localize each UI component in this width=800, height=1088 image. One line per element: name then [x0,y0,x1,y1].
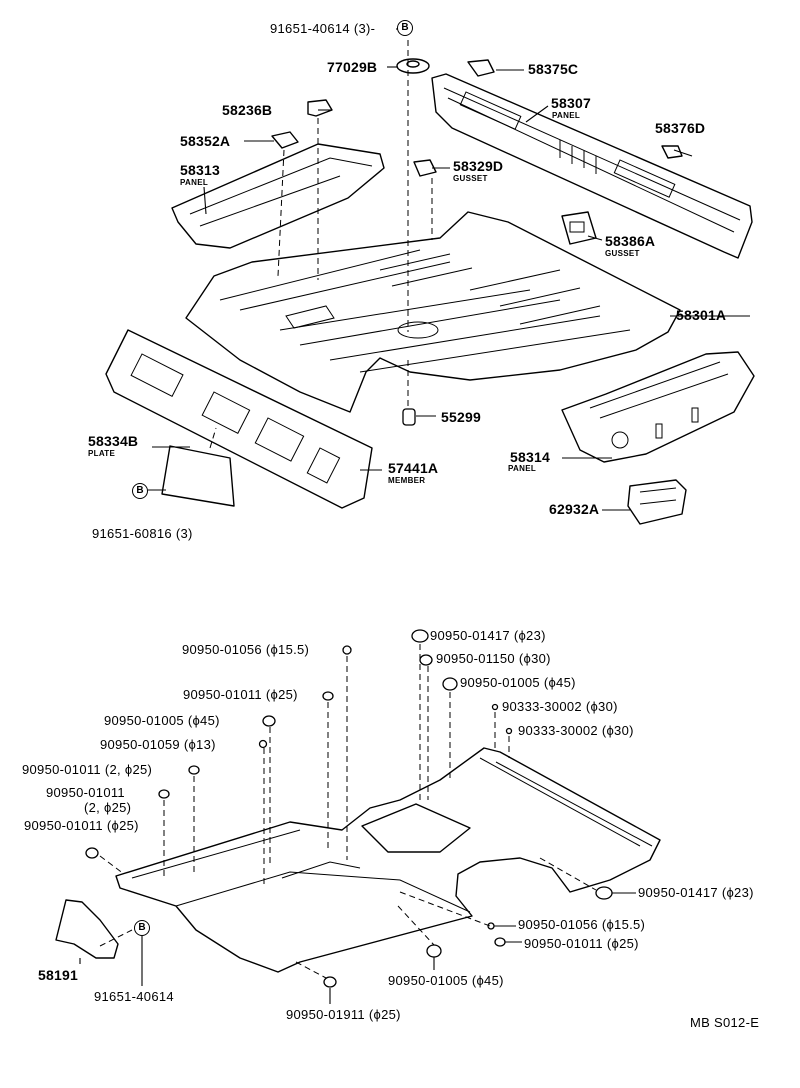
label-b1: 90950-01005 (ϕ45) [388,973,504,988]
label-l6b: (2, ϕ25) [84,800,132,815]
label-58376d: 58376D [655,120,706,136]
floor-silencer-shape [115,747,661,973]
label-58329d: 58329D [453,158,504,174]
member-57441a-shape [105,329,373,509]
label-l5: 90950-01011 (2, ϕ25) [22,762,153,777]
label-r4: 90333-30002 (ϕ30) [502,699,618,714]
label-55299: 55299 [441,409,481,425]
label-r7: 90950-01056 (ϕ15.5) [518,917,646,932]
label-77029b: 77029B [327,59,378,75]
gusset-58386a-shape [561,211,597,245]
label-58314: 58314 [510,449,550,465]
diagram-code: MB S012-E [690,1015,760,1030]
label-57441a: 57441A [388,460,439,476]
label-r3: 90950-01005 (ϕ45) [460,675,576,690]
panel-58313-shape [171,143,385,249]
label-58352a: 58352A [180,133,231,149]
label-58334b: 58334B [88,433,139,449]
plug-markers [85,629,613,988]
label-58236b: 58236B [222,102,273,118]
panel-58314-shape [561,351,755,463]
label-r6: 90950-01417 (ϕ23) [638,885,754,900]
circle-marker-b-bottom: B [134,920,150,936]
circle-marker-b-mid: B [132,483,148,499]
label-r8: 90950-01011 (ϕ25) [524,936,639,951]
label-r1: 90950-01417 (ϕ23) [430,628,546,643]
label-58301a: 58301A [676,307,727,323]
rear-panel-58307-shape [431,73,753,259]
label-58386a-gusset: GUSSET [605,249,640,258]
clip-58376d-shape [661,145,683,159]
label-r2: 90950-01150 (ϕ30) [436,651,551,666]
label-58313: 58313 [180,162,220,178]
bracket-58191-shape [55,899,119,959]
label-91651-60816: 91651-60816 (3) [92,526,193,541]
clip-58375c-shape [467,59,495,77]
bracket-58352a-shape [271,131,299,149]
plug-55299-shape [402,408,416,426]
label-l2: 90950-01011 (ϕ25) [183,687,298,702]
circle-marker-b-top: B [397,20,413,36]
label-l4: 90950-01059 (ϕ13) [100,737,216,752]
label-58314-panel: PANEL [508,464,537,473]
label-58307: 58307 [551,95,591,111]
label-58334b-plate: PLATE [88,449,116,458]
label-l7: 90950-01011 (ϕ25) [24,818,139,833]
label-58386a: 58386A [605,233,656,249]
label-62932a: 62932A [549,501,600,517]
label-l3: 90950-01005 (ϕ45) [104,713,220,728]
label-57441a-member: MEMBER [388,476,426,485]
label-58307-panel: PANEL [552,111,581,120]
floor-pan-58301a-shape [185,211,681,413]
gusset-58329d-shape [413,159,437,177]
label-91651-40614: 91651-40614 [94,989,174,1004]
label-58375c: 58375C [528,61,579,77]
label-l1: 90950-01056 (ϕ15.5) [182,642,310,657]
label-b2: 90950-01911 (ϕ25) [286,1007,401,1022]
bracket-58236b-shape [307,99,333,117]
label-r5: 90333-30002 (ϕ30) [518,723,634,738]
label-58329d-gusset: GUSSET [453,174,488,183]
label-58191: 58191 [38,967,78,983]
label-l6a: 90950-01011 [46,785,125,800]
label-58313-panel: PANEL [180,178,209,187]
plate-58334b-shape [161,445,235,507]
label-91651-40614-3: 91651-40614 (3)- [270,21,376,36]
